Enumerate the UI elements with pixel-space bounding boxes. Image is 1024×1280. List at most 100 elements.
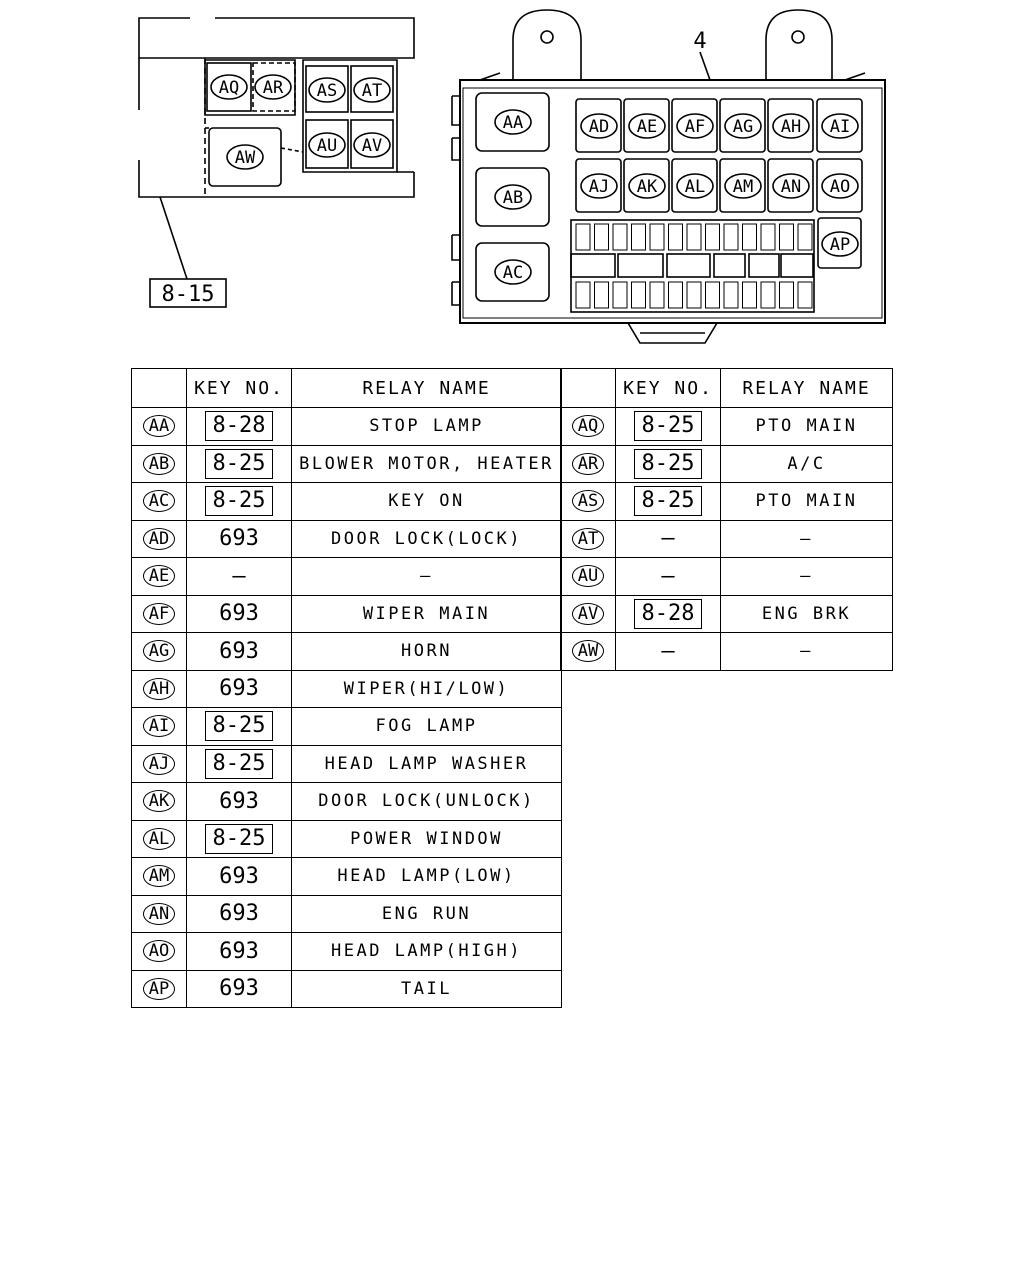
relay-name: DOOR LOCK(UNLOCK): [318, 791, 535, 812]
main-relay-box: [451, 9, 886, 344]
ref-label-box: [149, 278, 227, 308]
relay-id: AH: [142, 677, 176, 700]
relay-name-cell: —: [720, 557, 893, 596]
relay-name-cell: —: [720, 519, 893, 558]
relay-id: AA: [142, 415, 176, 438]
relay-id: AK: [142, 790, 176, 813]
relay-label-ah: AH: [772, 113, 810, 139]
relay-name-cell: DOOR LOCK(UNLOCK): [291, 782, 562, 821]
relay-name-cell: BLOWER MOTOR, HEATER: [291, 444, 562, 483]
key-no-cell: 8-25: [186, 444, 292, 483]
relay-name: BLOWER MOTOR, HEATER: [299, 453, 554, 474]
table-row: AM 693 HEAD LAMP(LOW): [131, 857, 562, 896]
relay-id-cell: AE: [131, 557, 187, 596]
key-no: 8-25: [633, 486, 703, 517]
relay-label-af: AF: [676, 113, 714, 139]
relay-name: HEAD LAMP(LOW): [337, 866, 516, 887]
relay-name-cell: PTO MAIN: [720, 407, 893, 446]
relay-name: HORN: [401, 641, 452, 662]
svg-text:AB: AB: [503, 188, 523, 208]
relay-label-ai: AI: [821, 113, 859, 139]
relay-id: AE: [142, 565, 176, 588]
relay-id-cell: AS: [560, 482, 616, 521]
svg-text:AO: AO: [830, 177, 850, 197]
key-no: 8-25: [204, 711, 274, 742]
svg-text:AF: AF: [685, 117, 705, 137]
relay-name-cell: HORN: [291, 632, 562, 671]
svg-text:AV: AV: [362, 136, 382, 156]
relay-id: AF: [142, 602, 176, 625]
relay-id-cell: AO: [131, 932, 187, 971]
header-id-cell: [131, 368, 187, 408]
key-no-cell: —: [615, 557, 721, 596]
relay-label-ar: AR: [254, 74, 292, 100]
key-no: —: [661, 563, 675, 589]
key-no-cell: 8-25: [186, 744, 292, 783]
header-relay-name: RELAY NAME: [291, 368, 562, 408]
relay-name: TAIL: [401, 978, 452, 999]
relay-label-ae: AE: [628, 113, 666, 139]
relay-name: WIPER(HI/LOW): [343, 678, 510, 699]
relay-id: AQ: [571, 415, 605, 438]
key-no-cell: 693: [186, 594, 292, 633]
relay-name-cell: HEAD LAMP(HIGH): [291, 932, 562, 971]
relay-name-cell: ENG RUN: [291, 894, 562, 933]
relay-id: AS: [571, 490, 605, 513]
svg-text:AG: AG: [733, 117, 753, 137]
relay-id: AO: [142, 940, 176, 963]
key-no: 8-28: [633, 598, 703, 629]
relay-label-at: AT: [353, 77, 391, 103]
key-no: 693: [219, 526, 259, 552]
svg-text:AC: AC: [503, 263, 523, 283]
table-row: AS 8-25 PTO MAIN: [560, 482, 893, 521]
key-no: 8-25: [204, 823, 274, 854]
relay-id: AJ: [142, 752, 176, 775]
svg-text:AU: AU: [317, 136, 337, 156]
key-no-cell: 8-25: [186, 482, 292, 521]
relay-id-cell: AA: [131, 407, 187, 446]
relay-id-cell: AB: [131, 444, 187, 483]
relay-label-am: AM: [724, 173, 762, 199]
key-no: —: [661, 526, 675, 552]
relay-id-cell: AJ: [131, 744, 187, 783]
svg-text:AE: AE: [637, 117, 657, 137]
relay-label-aq: AQ: [210, 74, 248, 100]
svg-text:AS: AS: [317, 81, 337, 101]
relay-id-cell: AM: [131, 857, 187, 896]
relay-label-ao: AO: [821, 173, 859, 199]
relay-id-cell: AR: [560, 444, 616, 483]
relay-id-cell: AK: [131, 782, 187, 821]
relay-id: AG: [142, 640, 176, 663]
header-key-no: KEY NO.: [186, 368, 292, 408]
relay-name: KEY ON: [388, 491, 465, 512]
relay-name: PTO MAIN: [755, 491, 858, 512]
svg-text:AL: AL: [685, 177, 705, 197]
relay-name-cell: WIPER MAIN: [291, 594, 562, 633]
relay-name: PTO MAIN: [755, 416, 858, 437]
key-no-cell: —: [615, 519, 721, 558]
svg-text:AQ: AQ: [219, 78, 239, 98]
relay-id-cell: AD: [131, 519, 187, 558]
relay-id-cell: AF: [131, 594, 187, 633]
key-no-cell: 693: [186, 857, 292, 896]
relay-name: ENG RUN: [381, 903, 472, 924]
relay-name-cell: —: [720, 632, 893, 671]
key-no: —: [661, 638, 675, 664]
relay-id: AN: [142, 902, 176, 925]
key-no: 693: [219, 863, 259, 889]
relay-label-ag: AG: [724, 113, 762, 139]
relay-name-cell: ENG BRK: [720, 594, 893, 633]
table-header-row: KEY NO. RELAY NAME: [560, 368, 893, 408]
